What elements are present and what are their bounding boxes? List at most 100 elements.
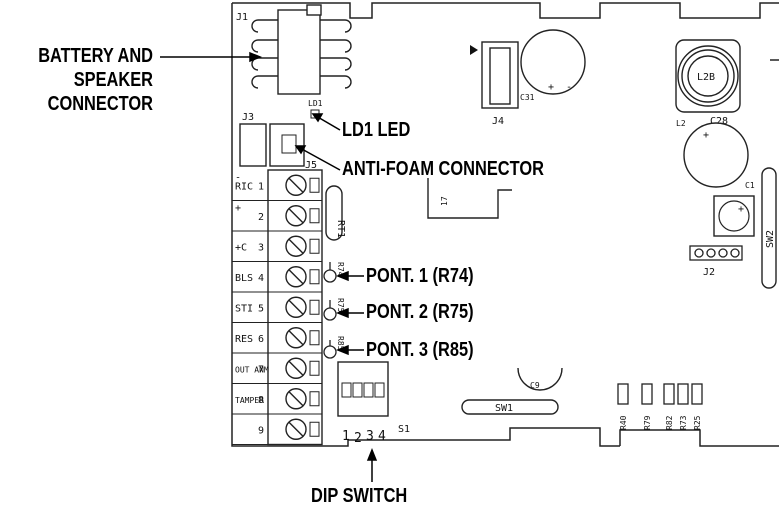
terminal-number: 2: [258, 212, 264, 223]
terminal-number: 1: [258, 181, 264, 192]
jumper-r75: [323, 300, 337, 321]
c28-plus: +: [703, 130, 709, 141]
terminal-number: 3: [258, 242, 264, 253]
c9-capacitor: [517, 367, 563, 391]
c31-minus: -: [566, 82, 572, 93]
ld1-led-callout: LD1 LED: [342, 119, 411, 141]
terminal-screw-slot: [288, 330, 304, 346]
r74-label: R74: [336, 262, 345, 277]
j2-connector: [689, 245, 743, 261]
dip-number-1: 1: [342, 429, 350, 444]
leader-lines: [160, 51, 378, 482]
terminal-screw-slot: [288, 391, 304, 407]
terminal-number: 7: [258, 364, 264, 375]
terminal-number: 8: [258, 395, 264, 406]
r73-label: R73: [679, 415, 688, 430]
c31-capacitor: [520, 29, 586, 95]
c1-label: C1: [745, 181, 755, 190]
j5-connector: [269, 123, 305, 167]
rt1-thermistor: [325, 185, 343, 241]
terminal-number: 6: [258, 334, 264, 345]
terminal-contact: [309, 299, 320, 315]
terminal-polarity: +: [235, 203, 241, 214]
terminal-contact: [309, 269, 320, 285]
terminal-contact: [309, 330, 320, 346]
sw2-switch: [761, 167, 777, 289]
s1-label: S1: [398, 424, 410, 435]
terminal-contact: [309, 421, 320, 437]
terminal-screw-slot: [288, 269, 304, 285]
dip-number-4: 4: [378, 429, 386, 444]
r82-label: R82: [665, 415, 674, 430]
dip-number-2: 2: [354, 431, 362, 446]
l2b-inductor: [675, 39, 741, 113]
terminal-contact: [309, 360, 320, 376]
dip-switch-callout: DIP SWITCH: [311, 485, 408, 507]
pont1-callout: PONT. 1 (R74): [366, 265, 474, 287]
j3-connector: [239, 123, 267, 167]
c31-label: C31: [520, 93, 535, 102]
pont3-callout: PONT. 3 (R85): [366, 339, 474, 361]
terminal-label: OUT ANM: [235, 365, 269, 374]
pont2-callout: PONT. 2 (R75): [366, 301, 474, 323]
terminal-label: TAMPER: [235, 396, 264, 405]
j2-label: J2: [703, 267, 715, 278]
dip-number-3: 3: [366, 429, 374, 444]
jumper-r74: [323, 262, 337, 283]
terminal-screw-slot: [288, 299, 304, 315]
sw1-label: SW1: [495, 403, 513, 414]
terminal-number: 9: [258, 425, 264, 436]
battery-callout-line2: SPEAKER: [73, 69, 153, 91]
c1-plus: +: [738, 204, 744, 215]
terminal-screw-slot: [288, 208, 304, 224]
r85-label: R85: [336, 336, 345, 351]
terminal-polarity: -: [235, 172, 241, 183]
rt1-label: RT1: [335, 220, 346, 238]
l2b-label: L2B: [697, 72, 715, 83]
terminal-label: BLS: [235, 273, 253, 284]
terminal-screw-slot: [288, 238, 304, 254]
j5-label: J5: [305, 160, 317, 171]
terminal-label: RIC: [235, 181, 253, 192]
terminal-screw-slot: [288, 421, 304, 437]
j4-connector: [481, 41, 519, 109]
resistor-row: [617, 383, 703, 405]
r40-label: R40: [619, 415, 628, 430]
c28-capacitor: [683, 122, 749, 188]
ld1-label: LD1: [308, 99, 323, 108]
terminal-label: RES: [235, 334, 253, 345]
r25-label: R25: [693, 415, 702, 430]
j4-label: J4: [492, 116, 504, 127]
battery-callout-line1: BATTERY AND: [38, 45, 154, 67]
terminal-screw-slot: [288, 360, 304, 376]
component-17-outline: [427, 178, 512, 219]
dip-switch: [337, 361, 389, 417]
r79-label: R79: [643, 415, 652, 430]
r75-label: R75: [336, 298, 345, 313]
c31-plus: +: [548, 82, 554, 93]
sw2-label: SW2: [765, 230, 776, 248]
sw1-switch: [461, 399, 559, 415]
c28-label: C28: [710, 116, 728, 127]
terminal-label: STI: [235, 303, 253, 314]
component-17-label: 17: [440, 196, 449, 206]
battery-speaker-connector-callout: BATTERY AND SPEAKER CONNECTOR: [0, 44, 153, 116]
terminal-contact: [309, 177, 320, 193]
j3-label: J3: [242, 112, 254, 123]
anti-foam-connector-callout: ANTI-FOAM CONNECTOR: [342, 158, 544, 180]
terminal-contact: [309, 391, 320, 407]
j1-label: J1: [236, 12, 248, 23]
board-outline: [231, 2, 779, 447]
terminal-number: 4: [258, 273, 264, 284]
battery-callout-line3: CONNECTOR: [47, 93, 154, 115]
l2-label: L2: [676, 119, 686, 128]
terminal-label: +C: [235, 242, 247, 253]
j1-connector: [251, 4, 352, 95]
terminal-number: 5: [258, 303, 264, 314]
c9-label: C9: [530, 381, 540, 390]
jumper-r85: [323, 340, 337, 359]
terminal-contact: [309, 208, 320, 224]
terminal-contact: [309, 238, 320, 254]
